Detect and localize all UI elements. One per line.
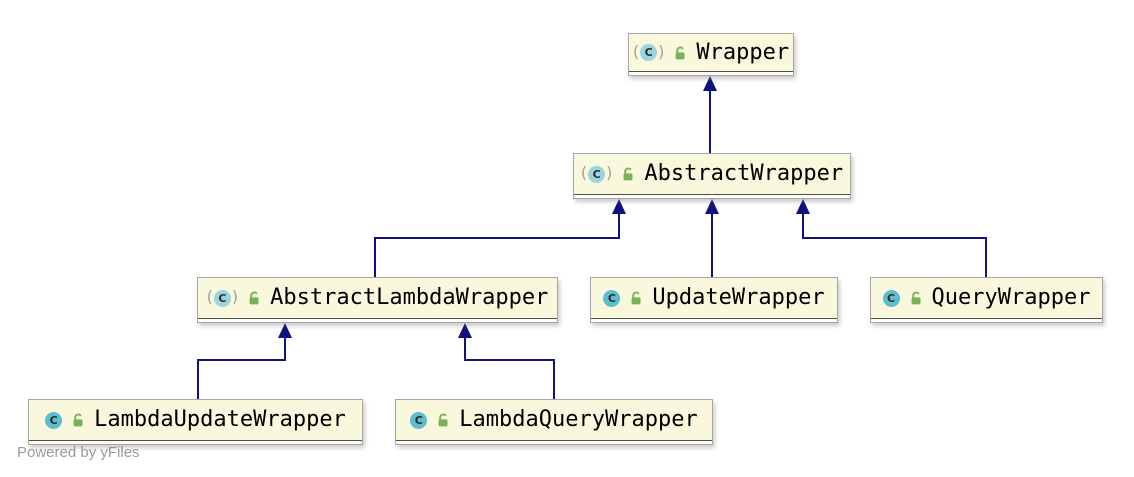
class-name: Wrapper bbox=[696, 39, 790, 65]
public-lock-icon bbox=[672, 45, 688, 61]
class-node-AbstractWrapper[interactable]: (C) AbstractWrapper bbox=[573, 153, 851, 199]
inheritance-edge-AbstractWrapper-to-Wrapper bbox=[703, 76, 717, 153]
public-lock-icon bbox=[246, 290, 262, 306]
class-name: AbstractWrapper bbox=[644, 161, 844, 186]
class-name: LambdaUpdateWrapper bbox=[94, 407, 346, 432]
class-icon: C bbox=[882, 289, 900, 307]
public-lock-icon bbox=[908, 290, 924, 306]
class-node-LambdaUpdateWrapper[interactable]: C LambdaUpdateWrapper bbox=[28, 399, 363, 445]
class-node-AbstractLambdaWrapper[interactable]: (C) AbstractLambdaWrapper bbox=[197, 277, 558, 323]
class-name: AbstractLambdaWrapper bbox=[270, 285, 549, 310]
class-name: LambdaQueryWrapper bbox=[459, 407, 698, 432]
public-lock-icon bbox=[628, 290, 644, 306]
abstract-class-icon: (C) bbox=[580, 163, 613, 183]
class-icon: C bbox=[410, 411, 428, 429]
inheritance-arrowhead bbox=[458, 323, 472, 338]
yfiles-watermark: Powered by yFiles bbox=[17, 444, 140, 461]
inheritance-arrowhead bbox=[612, 199, 626, 214]
public-lock-icon bbox=[70, 412, 86, 428]
inheritance-arrowhead bbox=[796, 199, 810, 214]
inheritance-edge-QueryWrapper-to-AbstractWrapper bbox=[796, 199, 987, 277]
public-lock-icon bbox=[620, 166, 636, 182]
class-node-LambdaQueryWrapper[interactable]: C LambdaQueryWrapper bbox=[395, 399, 713, 445]
abstract-class-icon: (C) bbox=[632, 41, 665, 61]
abstract-class-icon: (C) bbox=[206, 287, 239, 307]
class-node-QueryWrapper[interactable]: C QueryWrapper bbox=[870, 277, 1103, 323]
inheritance-edge-UpdateWrapper-to-AbstractWrapper bbox=[705, 199, 719, 277]
inheritance-edge-AbstractLambdaWrapper-to-AbstractWrapper bbox=[374, 199, 626, 277]
class-icon: C bbox=[45, 411, 63, 429]
class-name: QueryWrapper bbox=[931, 285, 1091, 310]
public-lock-icon bbox=[435, 412, 451, 428]
class-node-UpdateWrapper[interactable]: C UpdateWrapper bbox=[590, 277, 838, 323]
class-icon: C bbox=[603, 289, 621, 307]
inheritance-arrowhead bbox=[705, 199, 719, 214]
class-node-Wrapper[interactable]: (C) Wrapper bbox=[628, 33, 794, 76]
class-name: UpdateWrapper bbox=[652, 285, 825, 310]
inheritance-arrowhead bbox=[278, 323, 292, 338]
inheritance-arrowhead bbox=[703, 76, 717, 91]
inheritance-edge-LambdaUpdateWrapper-to-AbstractLambdaWrapper bbox=[197, 323, 292, 399]
inheritance-edge-LambdaQueryWrapper-to-AbstractLambdaWrapper bbox=[458, 323, 555, 399]
